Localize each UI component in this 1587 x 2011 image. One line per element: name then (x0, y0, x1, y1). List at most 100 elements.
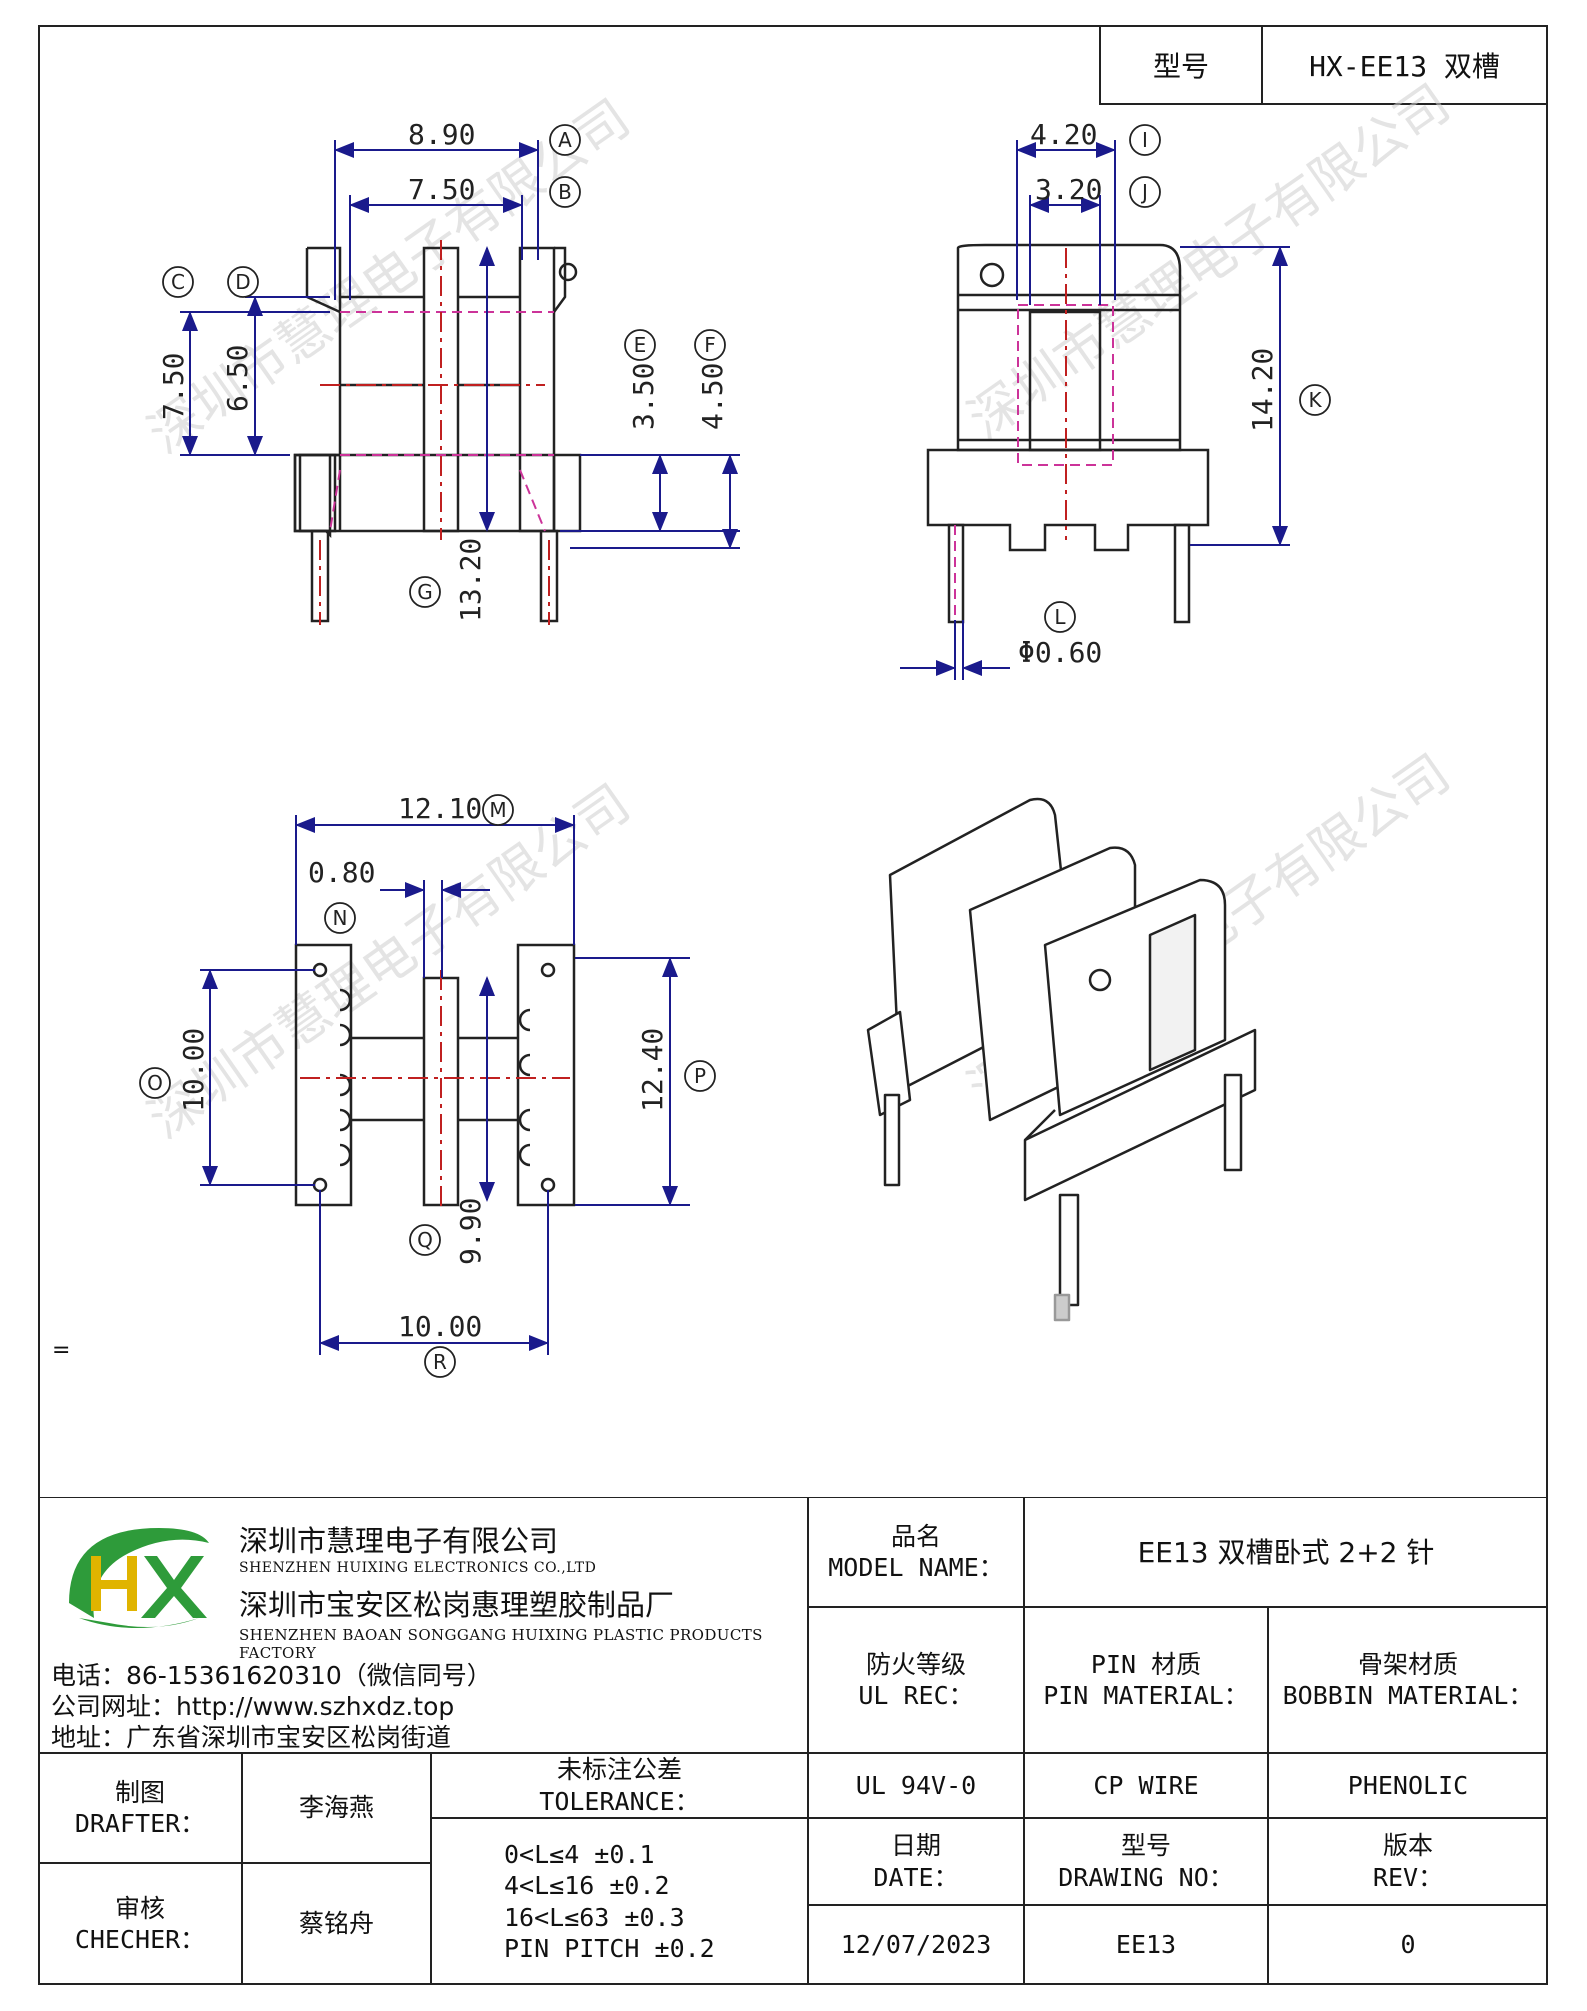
dim-o-text: 10.00 (177, 1028, 210, 1112)
model-name-label-en: MODEL NAME： (828, 1553, 1004, 1582)
company-info: 深圳市慧理电子有限公司 SHENZHEN HUIXING ELECTRONICS… (38, 1497, 808, 1753)
dim-d-text: 6.50 (221, 345, 254, 412)
dim-r-text: 10.00 (398, 1310, 482, 1343)
checker-label: 审核 CHECHER： (38, 1863, 242, 1985)
dim-k-text: 14.20 (1246, 348, 1279, 432)
ref-circle-b (549, 176, 581, 208)
equals-mark: = (52, 1338, 71, 1363)
watermark-group: 深圳市慧理电子有限公司 深圳市慧理电子有限公司 深圳市慧理电子有限公司 深圳市慧… (138, 73, 1461, 1150)
model-header: 型号 HX-EE13 双槽 (1099, 27, 1546, 105)
bobbin-material-label: 骨架材质 BOBBIN MATERIAL： (1268, 1607, 1548, 1753)
ref-label-k: K (1308, 388, 1322, 412)
fire-rating-label-en: UL REC： (858, 1681, 974, 1710)
pin-material-label-cn: PIN 材质 (1090, 1649, 1202, 1679)
date-label-en: DATE： (873, 1862, 959, 1892)
tolerance-table: 0<L≤4 ±0.1 4<L≤16 ±0.2 16<L≤63 ±0.3 PIN … (431, 1818, 808, 1985)
ref-circle-m (482, 794, 514, 826)
drafter-label-cn: 制图 (114, 1777, 165, 1807)
ref-circle-p (684, 1060, 716, 1092)
dim-a-text: 8.90 (408, 118, 475, 151)
ref-label-g: G (417, 580, 433, 604)
ref-circle-g (409, 576, 441, 608)
ref-label-r: R (433, 1350, 447, 1374)
company-name-cn: 深圳市慧理电子有限公司 (239, 1524, 559, 1558)
ref-label-p: P (694, 1064, 706, 1088)
revision-value: 0 (1268, 1905, 1548, 1985)
company-logo (69, 1528, 209, 1628)
tolerance-row: 16<L≤63 ±0.3 (504, 1902, 685, 1932)
ref-circle-o (139, 1067, 171, 1099)
pin-material-value: CP WIRE (1024, 1753, 1268, 1818)
fire-rating-label-cn: 防火等级 (865, 1649, 966, 1679)
revision-label: 版本 REV： (1268, 1818, 1548, 1905)
bobbin-material-label-en: BOBBIN MATERIAL： (1282, 1681, 1534, 1710)
ref-circle-k (1299, 384, 1331, 416)
company-web: 公司网址：http://www.szhxdz.top (51, 1692, 455, 1721)
drawing-no-label-cn: 型号 (1120, 1831, 1171, 1861)
ref-label-i: I (1142, 128, 1148, 152)
tolerance-row: 4<L≤16 ±0.2 (504, 1871, 670, 1901)
side-dim-labels: 4.20 3.20 14.20 Φ0.60 (1018, 118, 1279, 669)
company-address: 地址：广东省深圳市宝安区松岗街道 (51, 1723, 452, 1752)
pin-material-label: PIN 材质 PIN MATERIAL： (1024, 1607, 1268, 1753)
bobbin-material-label-cn: 骨架材质 (1357, 1649, 1458, 1679)
ref-circle-l (1044, 601, 1076, 633)
watermark: 深圳市慧理电子有限公司 (138, 773, 641, 1150)
date-label-cn: 日期 (890, 1831, 941, 1861)
revision-label-en: REV： (1372, 1862, 1444, 1892)
model-name-label-cn: 品名 (890, 1521, 941, 1551)
dim-c-text: 7.50 (157, 353, 190, 420)
bottom-dimensions (200, 815, 690, 1355)
revision-label-cn: 版本 (1382, 1831, 1433, 1861)
factory-name-en: SHENZHEN BAOAN SONGGANG HUIXING PLASTIC … (239, 1626, 763, 1662)
ref-label-m: M (489, 798, 506, 822)
ref-circle-r (424, 1346, 456, 1378)
bottom-dim-labels: 12.10 0.80 10.00 12.40 9.90 10.00 (177, 792, 669, 1343)
fire-rating-value: UL 94V-0 (808, 1753, 1024, 1818)
drafter-value: 李海燕 (242, 1753, 431, 1863)
model-value: HX-EE13 双槽 (1309, 50, 1500, 83)
dim-e-text: 3.50 (627, 363, 660, 430)
tolerance-label-cn: 未标注公差 (556, 1755, 682, 1785)
ref-label-l: L (1054, 605, 1066, 629)
ref-label-a: A (558, 128, 572, 152)
factory-name-cn: 深圳市宝安区松岗惠理塑胶制品厂 (239, 1588, 675, 1622)
checker-label-en: CHECHER： (74, 1925, 206, 1954)
company-name-en: SHENZHEN HUIXING ELECTRONICS CO.,LTD (239, 1560, 597, 1576)
dim-i-text: 4.20 (1030, 118, 1097, 151)
dim-q-text: 9.90 (454, 1198, 487, 1265)
dim-l-text: Φ0.60 (1018, 636, 1102, 669)
ref-label-n: N (333, 906, 348, 930)
ref-label-e: E (634, 333, 647, 357)
tolerance-label-en: TOLERANCE： (539, 1786, 700, 1816)
dim-g-text: 13.20 (454, 538, 487, 622)
dim-m-text: 12.10 (398, 792, 482, 825)
bottom-center-lines (300, 970, 570, 1210)
tolerance-row: PIN PITCH ±0.2 (504, 1933, 715, 1963)
ref-label-j: J (1140, 180, 1148, 204)
ref-circle-d (227, 266, 259, 298)
dim-n-text: 0.80 (308, 856, 375, 889)
fire-rating-label: 防火等级 UL REC： (808, 1607, 1024, 1753)
front-center-lines (319, 240, 550, 625)
dim-b-text: 7.50 (408, 173, 475, 206)
dim-j-text: 3.20 (1035, 173, 1102, 206)
drawing-no-label-en: DRAWING NO： (1058, 1862, 1234, 1892)
side-view (926, 243, 1210, 624)
drafter-label: 制图 DRAFTER： (38, 1753, 242, 1863)
drawing-no-value: EE13 (1024, 1905, 1268, 1985)
technical-drawing: 深圳市慧理电子有限公司 深圳市慧理电子有限公司 深圳市慧理电子有限公司 深圳市慧… (138, 73, 1461, 1378)
side-dimensions (900, 140, 1290, 680)
front-dim-labels: 8.90 7.50 7.50 6.50 3.50 4.50 13.20 (157, 118, 729, 622)
dim-f-text: 4.50 (696, 363, 729, 430)
drawing-no-label: 型号 DRAWING NO： (1024, 1818, 1268, 1905)
ref-circle-c (162, 266, 194, 298)
checker-label-cn: 审核 (114, 1893, 165, 1923)
front-hidden-lines (329, 311, 554, 532)
model-name-label: 品名 MODEL NAME： (808, 1497, 1024, 1607)
company-phone: 电话：86-15361620310（微信同号） (51, 1661, 492, 1690)
ref-circle-j (1129, 176, 1161, 208)
isometric-illustration (866, 797, 1257, 1322)
ref-circle-a (549, 124, 581, 156)
